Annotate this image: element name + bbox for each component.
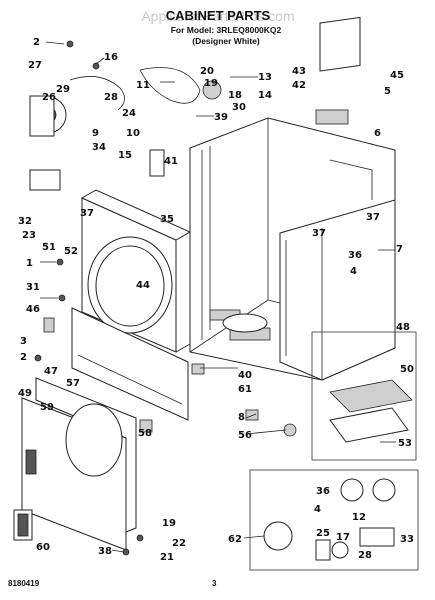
callout-37-front: 37 (80, 208, 94, 219)
callout-21: 21 (160, 552, 174, 563)
model-line: For Model: 3RLEQ8000KQ2 (171, 25, 282, 35)
callout-36-cabinet: 36 (348, 250, 362, 261)
callout-45: 45 (390, 70, 404, 81)
callout-4-kit: 4 (314, 504, 321, 515)
callout-40: 40 (238, 370, 252, 381)
door-assembly (13, 377, 137, 551)
small-hardware (34, 40, 297, 556)
callout-7: 7 (396, 244, 403, 255)
callout-50: 50 (400, 364, 414, 375)
callout-14: 14 (258, 90, 272, 101)
callout-9: 9 (92, 128, 99, 139)
callout-22: 22 (172, 538, 186, 549)
callout-62: 62 (228, 534, 242, 545)
callout-37-right: 37 (366, 212, 380, 223)
callout-4-cabinet: 4 (350, 266, 357, 277)
callout-12: 12 (352, 512, 366, 523)
callout-27: 27 (28, 60, 42, 71)
motor-assembly (29, 16, 361, 191)
callout-19-door: 19 (162, 518, 176, 529)
callout-15: 15 (118, 150, 132, 161)
callout-2: 2 (33, 37, 40, 48)
callout-10: 10 (126, 128, 140, 139)
callout-60: 60 (36, 542, 50, 553)
cabinet (189, 117, 396, 381)
callout-47: 47 (44, 366, 58, 377)
diagram-title: CABINET PARTS (166, 8, 271, 23)
callout-28-kit: 28 (358, 550, 372, 561)
callout-28: 28 (104, 92, 118, 103)
callout-labels: 2 16 27 29 26 28 9 24 11 20 19 18 13 10 … (18, 37, 414, 563)
callout-43: 43 (292, 66, 306, 77)
callout-16: 16 (104, 52, 118, 63)
callout-56: 56 (238, 430, 252, 441)
watermark: AppliancePartsPros.com (141, 8, 294, 24)
callout-53: 53 (398, 438, 412, 449)
front-panel (80, 189, 192, 353)
doc-number: 8180419 (8, 579, 40, 588)
callout-31: 31 (26, 282, 40, 293)
callout-52: 52 (64, 246, 78, 257)
callout-1: 1 (26, 258, 33, 269)
callout-61: 61 (238, 384, 252, 395)
callout-18: 18 (228, 90, 242, 101)
callout-49: 49 (18, 388, 32, 399)
exhaust-kit-box (249, 469, 419, 571)
callout-17: 17 (336, 532, 350, 543)
callout-38: 38 (98, 546, 112, 557)
callout-37-mid: 37 (312, 228, 326, 239)
callout-42: 42 (292, 80, 306, 91)
callout-8: 8 (238, 412, 245, 423)
callout-26: 26 (42, 92, 56, 103)
callout-25: 25 (316, 528, 330, 539)
callout-30: 30 (232, 102, 246, 113)
callout-39: 39 (214, 112, 228, 123)
callout-34: 34 (92, 142, 106, 153)
callout-48: 48 (396, 322, 410, 333)
callout-41: 41 (164, 156, 178, 167)
callout-44: 44 (136, 280, 150, 291)
callout-29: 29 (56, 84, 70, 95)
callout-20: 20 (200, 66, 214, 77)
callout-6: 6 (374, 128, 381, 139)
page-number: 3 (212, 579, 217, 588)
callout-35: 35 (160, 214, 174, 225)
callout-13: 13 (258, 72, 272, 83)
callout-58: 58 (138, 428, 152, 439)
callout-33: 33 (400, 534, 414, 545)
callout-24: 24 (122, 108, 136, 119)
callout-19-top: 19 (204, 78, 218, 89)
callout-59: 59 (40, 402, 54, 413)
callout-32: 32 (18, 216, 32, 227)
callout-2-lower: 2 (20, 352, 27, 363)
leader-lines (40, 41, 396, 553)
toe-panel (71, 307, 189, 421)
callout-36-kit: 36 (316, 486, 330, 497)
callout-11: 11 (136, 80, 150, 91)
callout-46: 46 (26, 304, 40, 315)
callout-3: 3 (20, 336, 27, 347)
callout-57: 57 (66, 378, 80, 389)
callout-51: 51 (42, 242, 56, 253)
callout-5: 5 (384, 86, 391, 97)
callout-23: 23 (22, 230, 36, 241)
lint-filter-assembly (311, 331, 417, 461)
variant-line: (Designer White) (192, 36, 260, 46)
